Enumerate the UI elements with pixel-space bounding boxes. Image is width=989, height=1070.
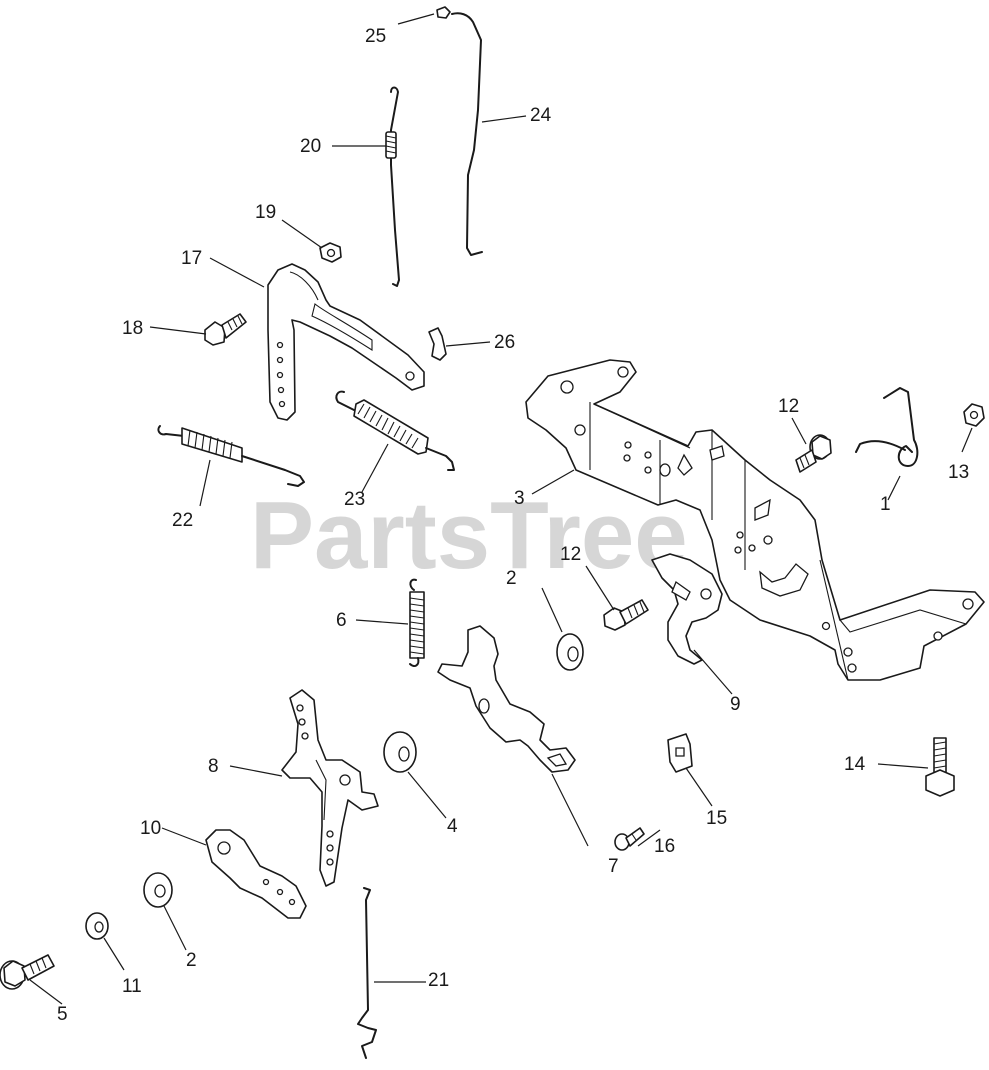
callout-15[interactable]: 15 — [706, 808, 727, 829]
callout-17[interactable]: 17 — [181, 248, 202, 269]
callout-26[interactable]: 26 — [494, 332, 515, 353]
part-1-torsion-spring[interactable] — [855, 387, 919, 467]
callout-1[interactable]: 1 — [880, 494, 891, 515]
callout-8[interactable]: 8 — [208, 756, 219, 777]
callout-16[interactable]: 16 — [654, 836, 675, 857]
callout-22[interactable]: 22 — [172, 510, 193, 531]
callout-18[interactable]: 18 — [122, 318, 143, 339]
part-21-rod[interactable] — [357, 887, 377, 1059]
part-22-spring[interactable] — [157, 425, 305, 487]
part-16-screw[interactable] — [614, 827, 645, 851]
callout-24[interactable]: 24 — [530, 105, 552, 126]
callout-9[interactable]: 9 — [730, 694, 741, 715]
part-17-lever[interactable] — [267, 263, 425, 421]
callout-4[interactable]: 4 — [447, 816, 458, 837]
callout-3[interactable]: 3 — [514, 488, 525, 509]
part-18-bolt[interactable] — [204, 313, 247, 346]
part-25-clip[interactable] — [436, 6, 451, 19]
part-2-washer[interactable] — [556, 633, 584, 671]
part-12-bolt[interactable] — [795, 434, 832, 473]
part-2b-washer[interactable] — [143, 872, 173, 908]
part-10-plate[interactable] — [205, 829, 307, 919]
part-13-nut[interactable] — [963, 403, 985, 427]
part-3-bracket[interactable] — [525, 359, 985, 681]
callout-10[interactable]: 10 — [140, 818, 161, 839]
part-9-lever[interactable] — [651, 553, 723, 665]
callout-7[interactable]: 7 — [608, 856, 619, 877]
part-5-bolt[interactable] — [0, 954, 55, 990]
part-26-clip[interactable] — [428, 327, 447, 361]
part-6-spring[interactable] — [409, 578, 425, 667]
callout-19[interactable]: 19 — [255, 202, 276, 223]
part-20-spring-rod[interactable] — [385, 86, 400, 287]
callout-21[interactable]: 21 — [428, 970, 449, 991]
part-12b-bolt[interactable] — [603, 599, 649, 631]
callout-23[interactable]: 23 — [344, 489, 365, 510]
part-11-washer[interactable] — [85, 912, 109, 940]
part-23-spring[interactable] — [335, 390, 455, 471]
callout-2b[interactable]: 2 — [186, 950, 197, 971]
watermark-text: PartsTree — [250, 482, 688, 589]
part-4-washer[interactable] — [383, 731, 417, 773]
leader-lines — [29, 13, 973, 1005]
callout-5[interactable]: 5 — [57, 1004, 68, 1025]
callout-12b[interactable]: 12 — [560, 544, 581, 565]
part-14-bolt[interactable] — [925, 737, 955, 797]
part-20-coil — [385, 131, 397, 159]
callout-25[interactable]: 25 — [365, 26, 386, 47]
callout-11[interactable]: 11 — [122, 976, 142, 997]
callout-14[interactable]: 14 — [844, 754, 866, 775]
callout-labels: 25 24 20 19 17 18 26 12 13 1 3 22 23 12 … — [57, 26, 969, 1025]
part-19-nut[interactable] — [319, 242, 342, 263]
part-15-clip[interactable] — [667, 733, 693, 773]
callout-20[interactable]: 20 — [300, 136, 321, 157]
callout-2[interactable]: 2 — [506, 568, 517, 589]
watermark: PartsTree ™ — [250, 482, 733, 589]
part-7-lever[interactable] — [437, 625, 576, 773]
part-24-rod[interactable] — [451, 12, 483, 256]
callout-13[interactable]: 13 — [948, 462, 969, 483]
callout-12[interactable]: 12 — [778, 396, 799, 417]
callout-6[interactable]: 6 — [336, 610, 347, 631]
part-8-lever[interactable] — [281, 689, 379, 887]
